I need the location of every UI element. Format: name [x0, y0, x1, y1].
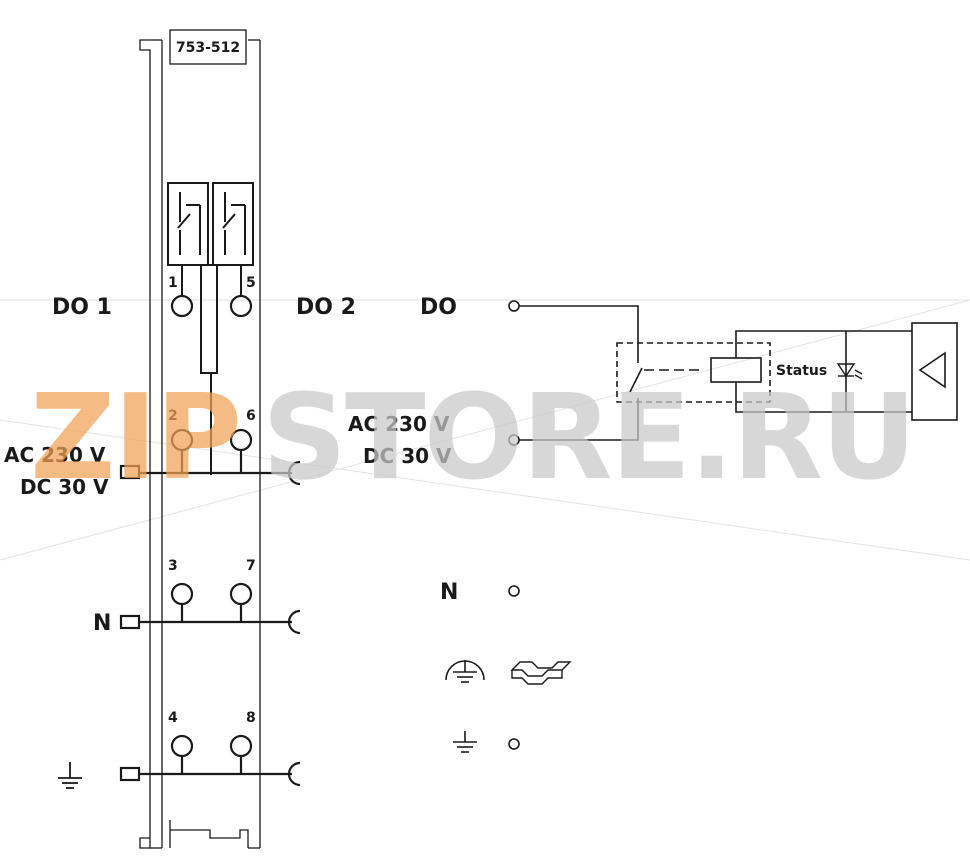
svg-text:8: 8 [246, 710, 256, 726]
svg-text:2: 2 [168, 408, 178, 424]
supply-label-left-2: DC 30 V [20, 475, 109, 499]
status-label: Status [776, 363, 827, 379]
neutral-label-right: N [440, 580, 458, 605]
supply-label-left-1: AC 230 V [4, 443, 106, 467]
svg-text:STORE.RU: STORE.RU [262, 368, 915, 506]
part-number: 753-512 [176, 40, 240, 56]
coil-bar [181, 264, 242, 475]
relay-contacts [167, 182, 254, 266]
neutral-terminal [508, 585, 520, 597]
svg-text:4: 4 [168, 710, 178, 726]
channel-label-do2: DO 2 [296, 295, 356, 320]
part-number-box [169, 29, 247, 65]
svg-text:5: 5 [246, 275, 256, 291]
output-label: DO [420, 295, 457, 320]
svg-text:ZIP: ZIP [30, 368, 240, 506]
channel-label-do1: DO 1 [52, 295, 112, 320]
svg-text:7: 7 [246, 558, 256, 574]
terminal-numbers: 1 5 2 6 3 7 4 8 [168, 275, 256, 726]
svg-text:6: 6 [246, 408, 256, 424]
ground-terminal [508, 738, 520, 750]
svg-text:1: 1 [168, 275, 178, 291]
supply-label-right-1: AC 230 V [348, 412, 450, 436]
watermark: ZIP STORE.RU [30, 368, 917, 506]
terminals [170, 294, 253, 758]
ground-icon [58, 762, 82, 789]
module-housing [139, 39, 261, 849]
supply-bus [119, 450, 301, 486]
status-led-icon [836, 363, 863, 380]
ground-icon-legend [453, 731, 477, 753]
din-rail-icon [510, 661, 572, 685]
svg-text:3: 3 [168, 558, 178, 574]
supply-label-right-2: DC 30 V [363, 444, 452, 468]
ground-bus [119, 756, 301, 787]
protective-earth-icon [445, 660, 485, 683]
neutral-bus [119, 604, 301, 635]
output-circuit [508, 300, 958, 446]
neutral-label-left: N [93, 611, 111, 636]
